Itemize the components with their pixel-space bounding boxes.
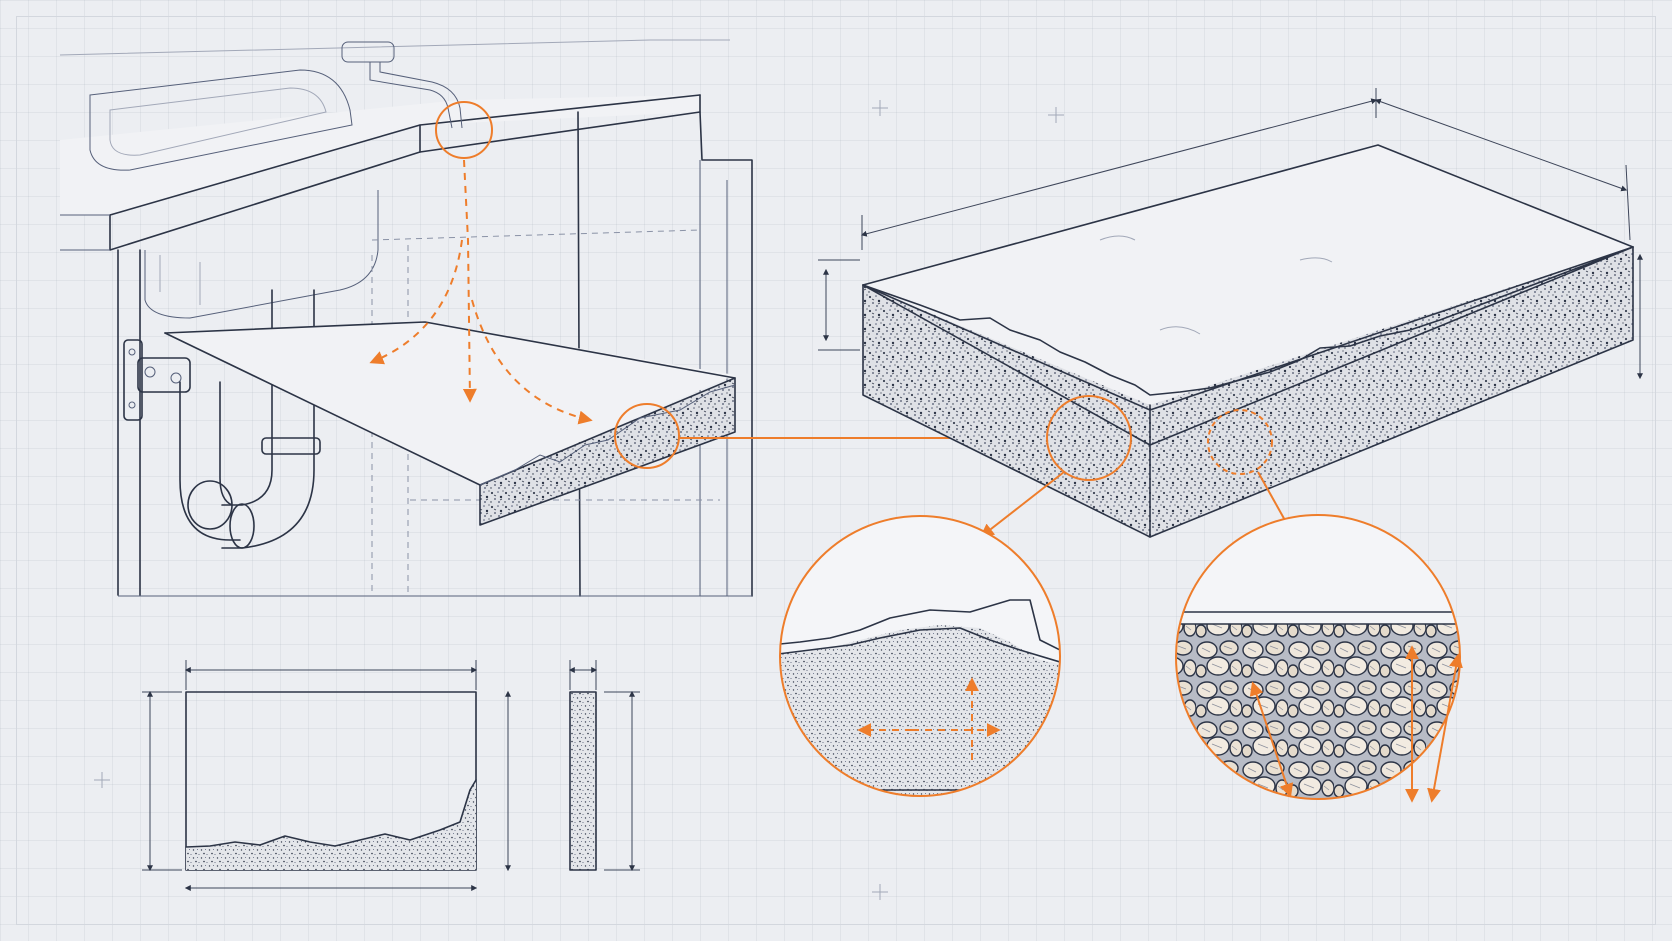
panel-short-edge xyxy=(1150,247,1633,537)
detail-particle-core xyxy=(1175,514,1463,803)
cabinet-shelf xyxy=(164,321,736,526)
edge-callout-circle xyxy=(1046,395,1132,481)
countertop xyxy=(59,39,730,251)
cabinet xyxy=(117,111,753,597)
sink-cabinet-scene xyxy=(59,39,1035,597)
sink-basin xyxy=(89,69,379,319)
panel-dimensions xyxy=(818,88,1643,380)
detail-surface-swell xyxy=(779,515,1061,797)
orthographic-front-view xyxy=(142,660,511,891)
drain-pipe-icon xyxy=(179,289,323,549)
swelling-spot-circle xyxy=(614,403,680,469)
core-callout-circle xyxy=(1207,409,1273,475)
hinge-icon xyxy=(123,339,191,421)
leak-source-circle xyxy=(435,101,493,159)
panel-long-edge xyxy=(863,285,1150,537)
orthographic-side-view xyxy=(568,660,640,872)
panel-isometric-scene xyxy=(818,88,1643,568)
swollen-laminate-edge xyxy=(862,246,1634,446)
water-leak-path xyxy=(369,101,1035,469)
